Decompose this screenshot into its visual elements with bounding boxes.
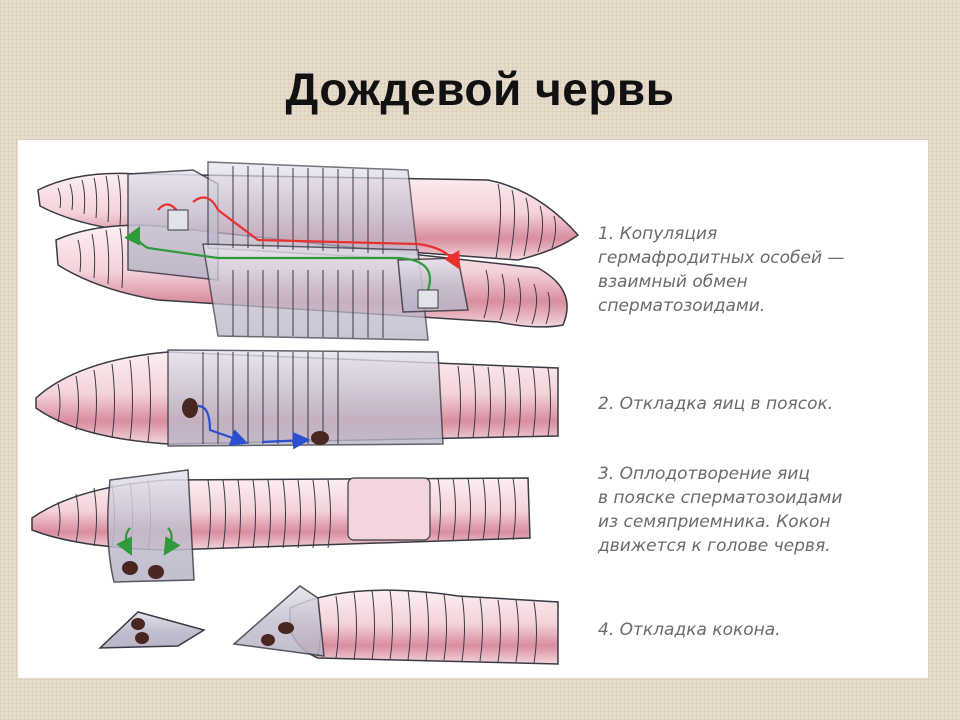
step3-caption: 3. Оплодотворение яиц в пояске сперматоз… [598, 464, 843, 556]
step4-caption: 4. Откладка кокона. [598, 620, 781, 640]
step3-fertilization-figure [31, 469, 531, 583]
page-title: Дождевой червь [285, 63, 675, 115]
step1-copulation-figure [37, 161, 580, 341]
earthworm-reproduction-diagram [31, 161, 580, 665]
step1-caption: 1. Копуляция гермафродитных особей — вза… [598, 224, 845, 316]
step2-egg-laying-figure [35, 349, 559, 450]
step4-cocoon-figure [98, 585, 559, 665]
step2-caption: 2. Откладка яиц в поясок. [598, 394, 834, 414]
illustration-panel: 1. Копуляция гермафродитных особей — вза… [18, 140, 928, 678]
